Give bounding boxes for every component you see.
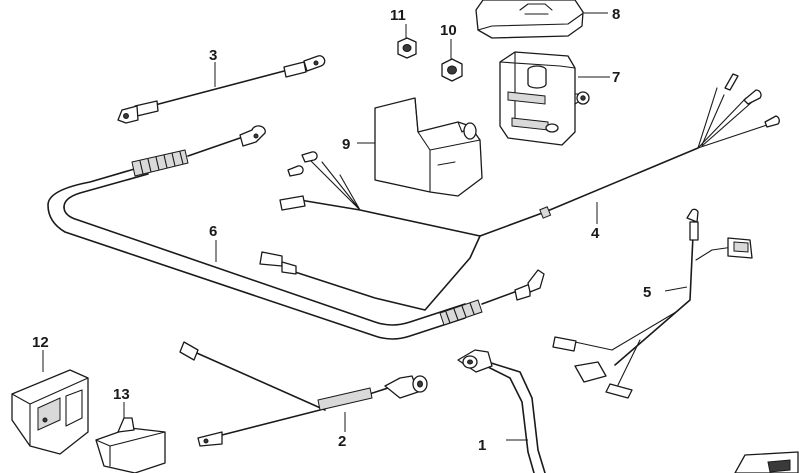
part-8-cover <box>475 0 608 39</box>
part-label-7: 7 <box>612 69 620 86</box>
part-label-9: 9 <box>342 136 350 153</box>
part-label-4: 4 <box>591 225 600 242</box>
part-12-block <box>11 350 89 455</box>
part-3-cable <box>117 55 326 124</box>
part-2-cable <box>179 341 428 447</box>
part-label-8: 8 <box>612 6 620 23</box>
part-label-2: 2 <box>338 433 346 450</box>
part-6-loop-cable <box>47 125 545 340</box>
corner-fragment <box>734 451 799 473</box>
part-label-10: 10 <box>440 22 457 39</box>
part-11-nut <box>397 24 417 59</box>
part-label-13: 13 <box>113 386 130 403</box>
part-label-12: 12 <box>32 334 49 351</box>
part-10-nut <box>441 39 463 82</box>
part-label-3: 3 <box>209 47 217 64</box>
part-label-5: 5 <box>643 284 651 301</box>
part-4-harness <box>479 73 780 237</box>
part-5-cable <box>552 208 753 399</box>
part-9-bracket <box>357 97 483 197</box>
part-label-1: 1 <box>478 437 486 454</box>
part-label-6: 6 <box>209 223 217 240</box>
part-label-11: 11 <box>390 7 406 24</box>
part-1-cable <box>457 349 546 473</box>
part-13-cap <box>95 402 166 473</box>
part-7-terminal-block <box>499 51 610 146</box>
part-6-harness <box>215 151 481 311</box>
